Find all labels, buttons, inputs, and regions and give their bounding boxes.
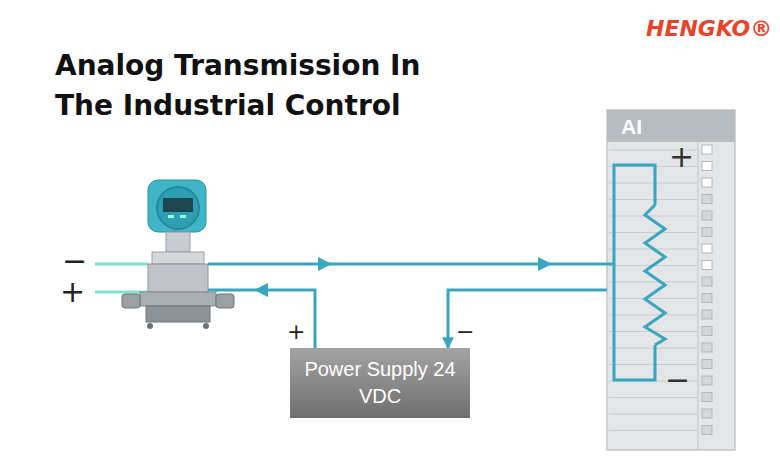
ai-module-header	[607, 110, 735, 142]
loop-wire	[614, 264, 655, 380]
logo-text: HENGKO®	[646, 16, 772, 42]
box-text: Power Supply 24 VDC	[304, 356, 456, 410]
terminal-sign: −	[456, 321, 474, 343]
supply-wire	[208, 290, 315, 348]
terminal-sign: −	[62, 246, 87, 276]
return-wire	[448, 290, 607, 348]
title-text: Analog Transmission In The Industrial Co…	[55, 46, 455, 126]
terminal-rows	[609, 142, 712, 450]
lead-wire	[95, 263, 148, 266]
loop-wire	[614, 165, 655, 264]
ai-module: AI + −	[607, 110, 735, 450]
resistor-symbol	[645, 205, 665, 345]
module-label: AI	[621, 114, 642, 139]
terminal-sign: +	[60, 277, 85, 307]
ai-module-panel	[607, 110, 735, 450]
power-supply-box: Power Supply 24 VDC	[290, 348, 470, 418]
terminal-sign: +	[287, 321, 305, 343]
flow-arrow	[538, 257, 552, 271]
flow-arrow	[254, 283, 268, 297]
signal-wire	[208, 263, 614, 266]
flow-arrow	[318, 257, 332, 271]
terminal-sign: +	[669, 142, 694, 172]
terminal-sign: −	[665, 365, 690, 395]
pressure-transmitter	[122, 180, 234, 329]
